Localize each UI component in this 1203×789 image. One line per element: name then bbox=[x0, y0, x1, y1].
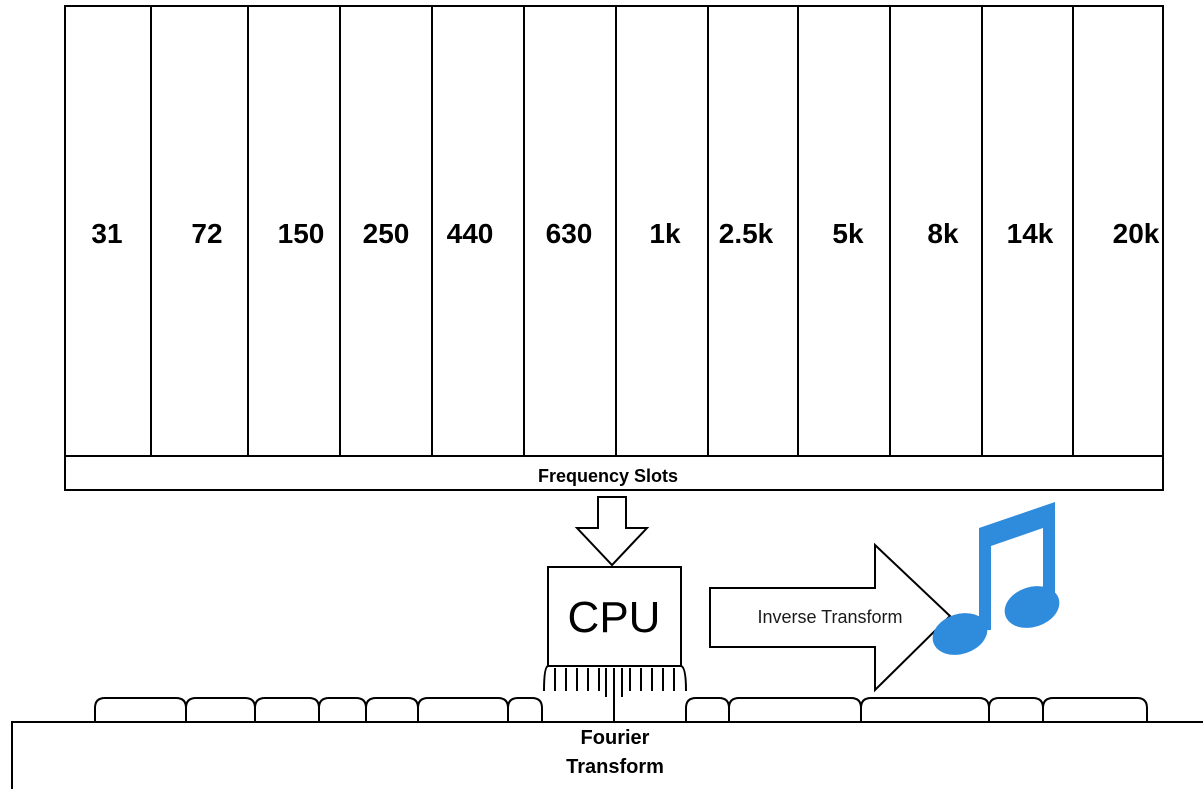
fourier-transform: Fourier Transform bbox=[11, 721, 1203, 789]
frequency-slot-label: 440 bbox=[447, 218, 494, 249]
bracket-segment bbox=[860, 697, 990, 722]
frequency-slot-label: 14k bbox=[1007, 218, 1054, 249]
cpu: CPU bbox=[547, 566, 682, 667]
slot-labels: 31 72 150 250 440 630 1k 2.5k 5k 8k 14k 20k bbox=[91, 218, 1159, 249]
fourier-transform-label-line2: Transform bbox=[566, 756, 664, 778]
frequency-slot-label: 150 bbox=[278, 218, 325, 249]
music-note-icon bbox=[932, 502, 1060, 655]
bracket-segment bbox=[685, 697, 730, 722]
cpu-pins bbox=[543, 665, 687, 697]
bracket-row bbox=[94, 697, 1148, 722]
down-arrow-icon bbox=[574, 496, 650, 567]
frequency-slots-label: Frequency Slots bbox=[538, 466, 678, 486]
frequency-slot-label: 31 bbox=[91, 218, 122, 249]
fourier-transform-label-line1: Fourier bbox=[581, 727, 650, 749]
inverse-transform-label: Inverse Transform bbox=[757, 607, 902, 627]
bracket-segment bbox=[94, 697, 187, 722]
bracket-segment bbox=[728, 697, 862, 722]
bracket-segment bbox=[988, 697, 1044, 722]
frequency-slot-label: 1k bbox=[649, 218, 681, 249]
frequency-slot-label: 72 bbox=[191, 218, 222, 249]
frequency-slot-label: 20k bbox=[1113, 218, 1160, 249]
frequency-slots: 31 72 150 250 440 630 1k 2.5k 5k 8k 14k 20k Frequen… bbox=[64, 5, 1164, 491]
cpu-pin bbox=[680, 665, 687, 692]
frequency-slot-label: 8k bbox=[927, 218, 959, 249]
fourier-transform-outline bbox=[11, 721, 1203, 789]
cpu-pin bbox=[543, 665, 549, 692]
frequency-slot-label: 2.5k bbox=[719, 218, 774, 249]
cpu-label: CPU bbox=[568, 593, 661, 642]
bracket-segment bbox=[254, 697, 320, 722]
frequency-slots-outline bbox=[64, 5, 1164, 457]
bracket-segment bbox=[507, 697, 543, 722]
cpu-box bbox=[547, 566, 682, 667]
bracket-segment bbox=[318, 697, 367, 722]
frequency-slot-label: 5k bbox=[832, 218, 864, 249]
frequency-slots-bar bbox=[64, 455, 1164, 491]
frequency-slot-label: 630 bbox=[546, 218, 593, 249]
bracket-segment bbox=[185, 697, 256, 722]
bracket-segment bbox=[417, 697, 509, 722]
bracket-segment bbox=[1042, 697, 1148, 722]
bracket-segment bbox=[365, 697, 419, 722]
frequency-slot-label: 250 bbox=[363, 218, 410, 249]
inverse-transform-arrow: Inverse Transform bbox=[709, 542, 952, 693]
slot-dividers bbox=[150, 6, 1074, 456]
right-arrow-icon bbox=[709, 542, 952, 693]
